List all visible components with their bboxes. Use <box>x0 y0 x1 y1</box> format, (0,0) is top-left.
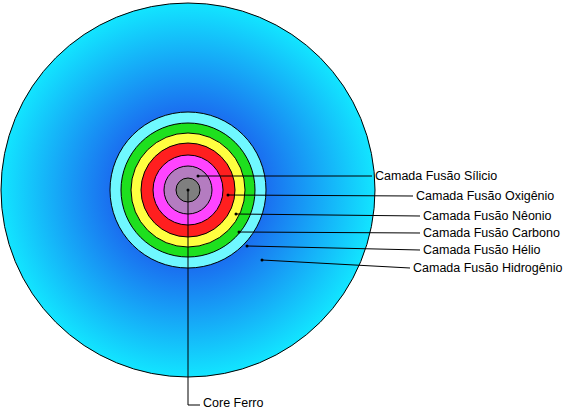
leader-dot <box>227 194 230 197</box>
layer-label: Camada Fusão Carbono <box>423 225 560 241</box>
layer-label: Camada Fusão Hélio <box>423 242 540 258</box>
leader-line <box>239 232 420 233</box>
leader-line <box>188 190 200 405</box>
leader-dot <box>197 175 200 178</box>
layer-label: Camada Fusão Hidrogênio <box>413 260 562 276</box>
leader-line <box>236 214 420 216</box>
leader-line <box>247 246 420 250</box>
layer-label: Camada Fusão Nêonio <box>423 208 552 224</box>
leader-dot <box>246 245 249 248</box>
layer-label: Camada Fusão Sílicio <box>375 168 497 184</box>
leader-dot <box>187 189 190 192</box>
leader-line <box>262 260 410 268</box>
layer-label: Camada Fusão Oxigênio <box>416 188 554 204</box>
leader-dot <box>238 231 241 234</box>
leader-dot <box>235 213 238 216</box>
leader-line <box>198 176 372 177</box>
leader-line <box>228 195 413 196</box>
core-label: Core Ferro <box>203 395 263 411</box>
leader-dot <box>261 259 264 262</box>
